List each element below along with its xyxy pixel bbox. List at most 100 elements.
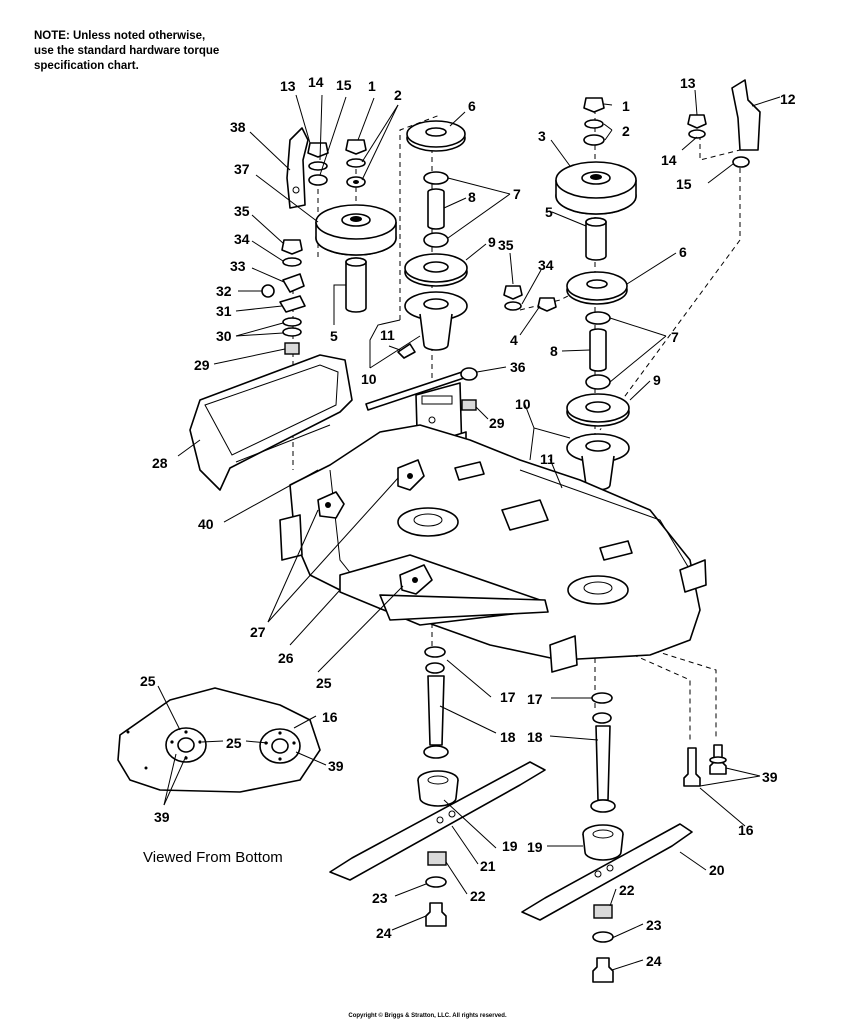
right-bearing-7b [585, 374, 611, 390]
callout-24: 24 [376, 925, 392, 941]
callout-16: 16 [738, 822, 754, 838]
mid-nut-35 [503, 285, 523, 300]
idler-arm-assembly [261, 127, 397, 355]
center-blade-21 [329, 761, 546, 881]
torque-note-line-2: use the standard hardware torque [34, 45, 220, 57]
center-washer-17 [424, 646, 446, 658]
callout-11: 11 [380, 327, 395, 343]
callout-18: 18 [527, 729, 543, 745]
spring-33 [282, 273, 305, 293]
callout-39: 39 [762, 769, 778, 785]
torque-note: NOTE: Unless noted otherwise, use the st… [34, 29, 219, 74]
callout-29: 29 [194, 357, 210, 373]
belt-shield [189, 354, 353, 491]
callout-30: 30 [216, 328, 232, 344]
callout-31: 31 [216, 303, 232, 319]
callout-14: 14 [661, 152, 677, 168]
callout-22: 22 [470, 888, 486, 904]
right-bearing-7a [585, 311, 611, 325]
callout-38: 38 [230, 119, 246, 135]
right-washer-2b [583, 134, 605, 146]
callout-6: 6 [468, 98, 476, 114]
right-washer-2a [584, 119, 604, 129]
rod-36 [365, 367, 478, 411]
callout-26: 26 [278, 650, 294, 666]
callout-40: 40 [198, 516, 214, 532]
idler-pulley [315, 204, 397, 256]
pulley-nut-top [345, 139, 367, 188]
right-shaft-18 [595, 725, 611, 801]
idler-bracket [286, 127, 309, 209]
callout-1: 1 [622, 98, 630, 114]
center-bolt-24 [425, 902, 447, 927]
callout-16: 16 [322, 709, 338, 725]
right-nut-13 [687, 114, 707, 129]
callout-15: 15 [336, 77, 352, 93]
lower-center-stack [329, 646, 546, 927]
center-shaft-18 [427, 675, 445, 746]
callout-18: 18 [500, 729, 516, 745]
square-nut-29 [284, 342, 300, 355]
callout-3: 3 [538, 128, 546, 144]
callout-25: 25 [226, 735, 242, 751]
leader-lines [157, 89, 781, 971]
right-blade-20 [521, 823, 693, 921]
callout-34: 34 [538, 257, 554, 273]
callout-10: 10 [515, 396, 531, 412]
callout-25: 25 [140, 673, 156, 689]
callout-14: 14 [308, 74, 324, 90]
callout-7: 7 [671, 329, 679, 345]
callout-10: 10 [361, 371, 377, 387]
callout-2: 2 [622, 123, 630, 139]
right-spindle-assembly [555, 97, 637, 499]
left-nut-35 [281, 239, 303, 255]
torque-note-line-1: NOTE: Unless noted otherwise, [34, 30, 206, 42]
washer-30b [282, 327, 302, 337]
callout-6: 6 [679, 244, 687, 260]
callout-9: 9 [488, 234, 496, 250]
center-spacer-8 [427, 188, 445, 230]
center-bearing-7a [423, 171, 449, 185]
callout-35: 35 [498, 237, 514, 253]
lower-right-stack [521, 692, 693, 983]
callout-12: 12 [780, 91, 796, 107]
right-washer-15 [732, 156, 750, 168]
callout-13: 13 [680, 75, 696, 91]
callout-33: 33 [230, 258, 246, 274]
right-bracket-assembly [503, 79, 761, 312]
callout-4: 4 [510, 332, 518, 348]
callout-25: 25 [316, 675, 332, 691]
center-adapter-19 [417, 770, 459, 807]
callout-17: 17 [500, 689, 516, 705]
belt-guide-12 [731, 79, 761, 151]
right-nut-22 [593, 904, 613, 919]
center-flange-6 [406, 120, 466, 152]
right-washer-14 [688, 129, 706, 139]
callout-15: 15 [676, 176, 692, 192]
callout-5: 5 [330, 328, 338, 344]
left-washer-34 [282, 257, 302, 267]
callout-5: 5 [545, 204, 553, 220]
grease-fitting-11a [397, 343, 416, 359]
callout-34: 34 [234, 231, 250, 247]
callout-8: 8 [550, 343, 558, 359]
rear-bolts [683, 744, 727, 787]
callout-2: 2 [394, 87, 402, 103]
callout-28: 28 [152, 455, 168, 471]
callout-37: 37 [234, 161, 250, 177]
part-callouts: 13 14 15 1 2 38 37 35 34 33 32 31 30 29 … [140, 74, 796, 969]
callout-20: 20 [709, 862, 725, 878]
right-plate-9 [566, 393, 630, 427]
callout-19: 19 [527, 839, 543, 855]
callout-22: 22 [619, 882, 635, 898]
bottom-view-inset [117, 687, 321, 793]
callout-17: 17 [527, 691, 543, 707]
washer-30a [282, 317, 302, 327]
mower-deck-housing [279, 424, 707, 673]
callout-1: 1 [368, 78, 376, 94]
bottom-view-caption: Viewed From Bottom [143, 849, 283, 866]
callout-32: 32 [216, 283, 232, 299]
nut-4 [537, 297, 557, 312]
callout-8: 8 [468, 189, 476, 205]
